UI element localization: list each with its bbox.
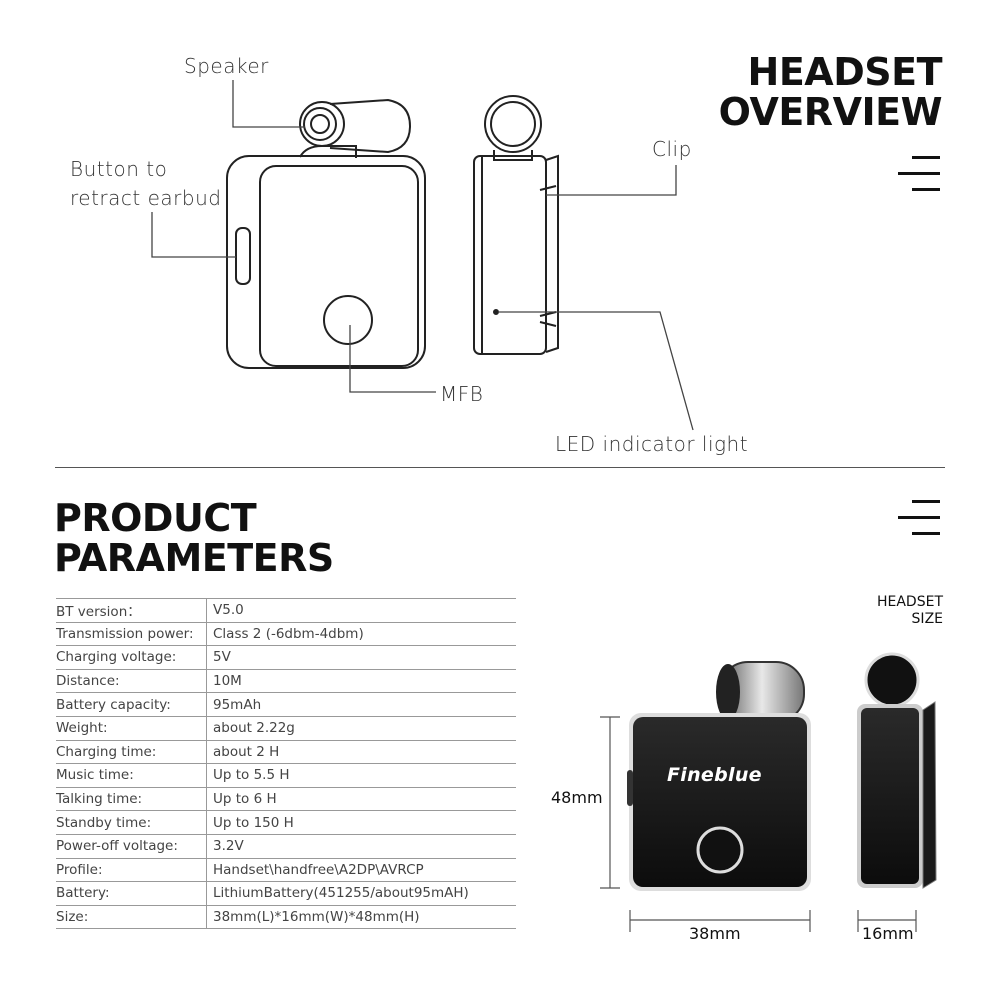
parameter-row: Music time:Up to 5.5 H: [56, 763, 516, 788]
parameter-value: 10M: [206, 669, 516, 694]
parameter-value: Class 2 (-6dbm-4dbm): [206, 622, 516, 647]
parameters-title-line1: PRODUCT: [54, 496, 257, 540]
parameter-row: Standby time:Up to 150 H: [56, 810, 516, 835]
parameter-value: 95mAh: [206, 692, 516, 717]
parameters-title-line2: PARAMETERS: [54, 536, 334, 580]
dimension-lines: [600, 716, 917, 932]
size-title-line1: HEADSET: [876, 594, 943, 610]
parameter-row: Size:38mm(L)*16mm(W)*48mm(H): [56, 905, 516, 930]
overview-title-line1: HEADSET: [747, 50, 943, 94]
parameter-row: Charging time:about 2 H: [56, 740, 516, 765]
label-mfb: MFB: [440, 382, 484, 406]
parameter-row: Charging voltage:5V: [56, 645, 516, 670]
parameter-key: Charging voltage:: [56, 645, 207, 670]
label-clip: Clip: [652, 137, 692, 161]
parameter-key: Transmission power:: [56, 622, 207, 647]
section-divider: [55, 467, 945, 468]
label-led: LED indicator light: [555, 432, 749, 456]
parameter-value: 5V: [206, 645, 516, 670]
headset-line-drawing: [151, 80, 694, 431]
menu-icon[interactable]: [898, 156, 944, 192]
menu-icon-2[interactable]: [898, 500, 944, 536]
parameter-value: about 2 H: [206, 740, 516, 765]
overview-title-line2: OVERVIEW: [718, 90, 943, 134]
parameter-value: LithiumBattery(451255/about95mAH): [206, 881, 516, 906]
label-button-line1: Button to: [70, 157, 168, 181]
label-button-retract: Button to retract earbud: [70, 155, 221, 213]
parameter-key: Music time:: [56, 763, 207, 788]
parameter-value: Up to 6 H: [206, 787, 516, 812]
parameter-row: Talking time:Up to 6 H: [56, 787, 516, 812]
parameter-row: BT version：V5.0: [56, 598, 516, 623]
label-speaker: Speaker: [184, 54, 269, 78]
parameter-value: Handset\handfree\A2DP\AVRCP: [206, 858, 516, 883]
parameter-row: Distance:10M: [56, 669, 516, 694]
parameter-row: Battery:LithiumBattery(451255/about95mAH…: [56, 881, 516, 906]
parameter-value: V5.0: [206, 598, 516, 623]
parameter-key: Standby time:: [56, 810, 207, 835]
parameter-value: 38mm(L)*16mm(W)*48mm(H): [206, 905, 516, 930]
dimension-height: 48mm: [551, 788, 603, 807]
parameter-row: Power-off voltage:3.2V: [56, 834, 516, 859]
size-title: HEADSET SIZE: [877, 594, 943, 628]
parameters-title: PRODUCT PARAMETERS: [54, 498, 334, 578]
parameter-value: Up to 150 H: [206, 810, 516, 835]
parameter-row: Profile:Handset\handfree\A2DP\AVRCP: [56, 858, 516, 883]
parameter-key: Battery:: [56, 881, 207, 906]
parameter-key: Distance:: [56, 669, 207, 694]
parameter-key: BT version：: [56, 598, 207, 623]
parameter-value: Up to 5.5 H: [206, 763, 516, 788]
dimension-width: 38mm: [689, 924, 741, 943]
parameter-value: 3.2V: [206, 834, 516, 859]
parameter-value: about 2.22g: [206, 716, 516, 741]
parameter-row: Transmission power:Class 2 (-6dbm-4dbm): [56, 622, 516, 647]
parameter-key: Talking time:: [56, 787, 207, 812]
headset-photo-render: [627, 652, 937, 891]
parameter-key: Weight:: [56, 716, 207, 741]
dimension-depth: 16mm: [862, 924, 914, 943]
parameter-key: Charging time:: [56, 740, 207, 765]
overview-title: HEADSET OVERVIEW: [718, 50, 943, 134]
parameter-key: Battery capacity:: [56, 692, 207, 717]
parameter-key: Profile:: [56, 858, 207, 883]
label-button-line2: retract earbud: [70, 186, 222, 210]
parameter-row: Weight:about 2.22g: [56, 716, 516, 741]
parameter-key: Size:: [56, 905, 207, 930]
brand-logo: Fineblue: [667, 764, 762, 786]
size-title-line2: SIZE: [911, 611, 943, 627]
parameter-key: Power-off voltage:: [56, 834, 207, 859]
parameter-row: Battery capacity:95mAh: [56, 692, 516, 717]
